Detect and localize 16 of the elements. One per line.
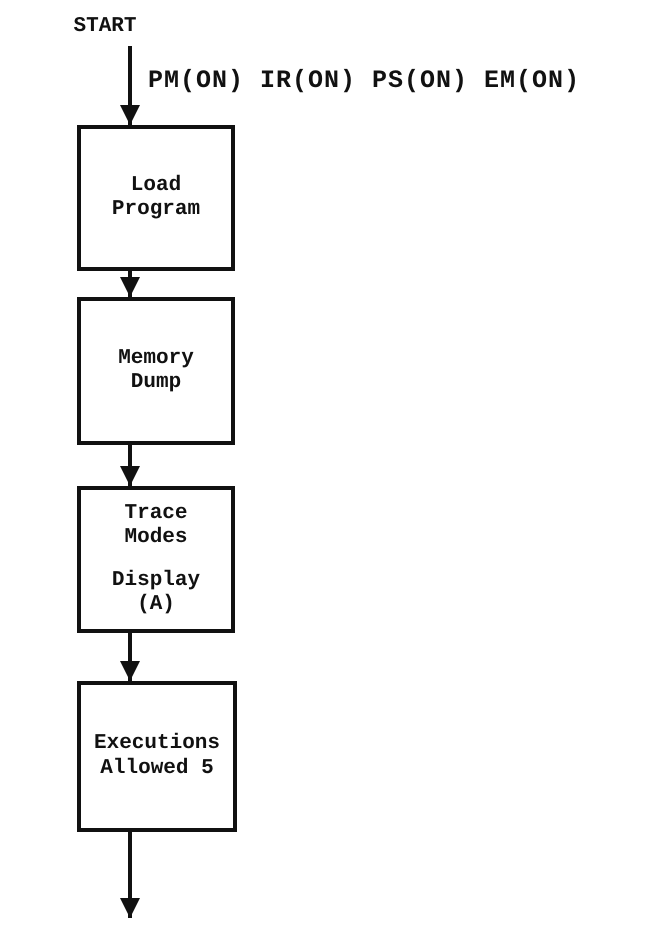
box-text: Memory Dump (117, 346, 195, 396)
box-text: Display (A) (110, 568, 202, 617)
arrow (120, 832, 140, 918)
box-text: Executions Allowed 5 (92, 732, 222, 781)
process-box (77, 486, 235, 633)
box-text: Trace Modes (123, 502, 188, 550)
process-box (77, 297, 235, 445)
start-label: START (73, 14, 136, 40)
process-box (77, 125, 235, 271)
process-box (77, 681, 237, 832)
arrow (120, 46, 140, 125)
arrow (120, 633, 140, 681)
arrow (120, 445, 140, 486)
box-text: Load Program (110, 174, 202, 222)
arrow (120, 271, 140, 297)
edge-label: PM(ON) IR(ON) PS(ON) EM(ON) (148, 66, 580, 94)
